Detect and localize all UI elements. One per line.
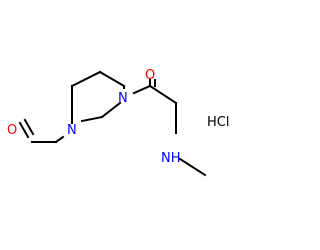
bond-ring-n4-c6 <box>100 101 122 119</box>
bond-n4-carbonyl <box>132 84 152 95</box>
atom-label-carbonyl-oxygen: O <box>145 68 155 83</box>
bond-ring-c4-c5 <box>98 70 126 88</box>
bond-ring-c3-c4 <box>70 70 102 88</box>
atom-label-formyl-oxygen: O <box>7 123 17 138</box>
bond-amine-methyl <box>178 157 207 177</box>
atom-label-methylamine: NH <box>161 151 181 166</box>
atom-label-ring-nitrogen-right: N <box>118 91 128 106</box>
atom-label-hydrochloride: HCl <box>207 115 229 130</box>
bond-formyl-n <box>54 135 65 144</box>
bond-formyl-co-1 <box>18 121 30 139</box>
atom-label-ring-nitrogen-left: N <box>67 123 77 138</box>
bond-carbonyl-ch2 <box>148 84 178 105</box>
chemical-structure: O N N O NH HCl <box>7 68 229 177</box>
bond-formyl-co-2 <box>23 118 35 136</box>
bond-ring-c6-n1 <box>80 115 104 123</box>
